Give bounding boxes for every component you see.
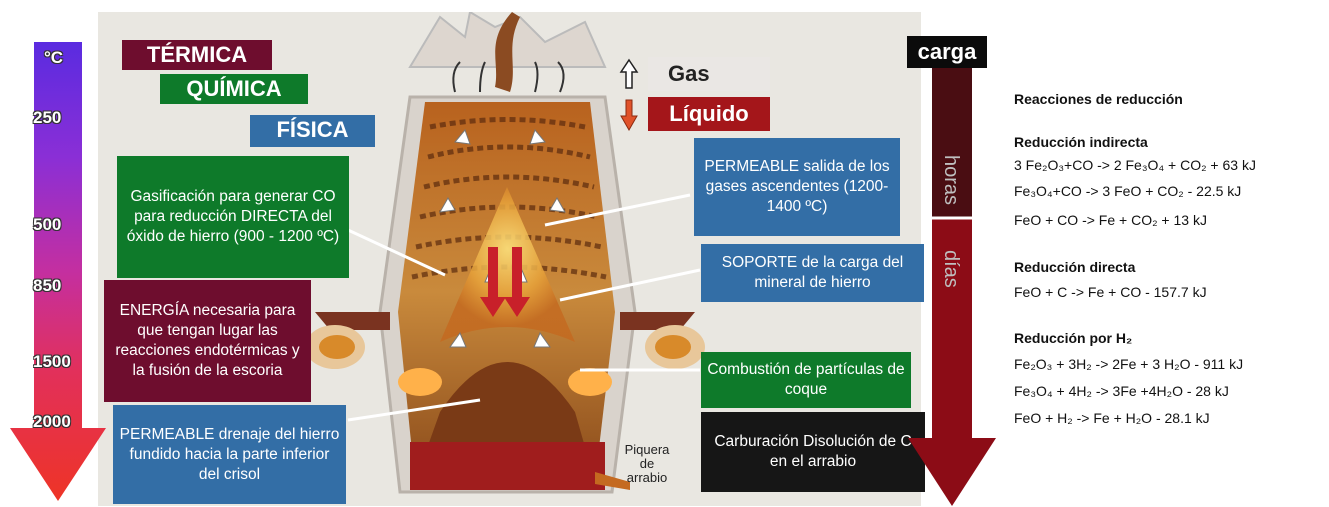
reaction-equation: FeO + CO -> Fe + CO₂ + 13 kJ [1014, 212, 1207, 228]
reaction-equation: Fe₂O₃ + 3H₂ -> 2Fe + 3 H₂O - 911 kJ [1014, 356, 1244, 372]
reaction-equation: FeO + C -> Fe + CO - 157.7 kJ [1014, 284, 1207, 300]
permeable-gas-callout: PERMEABLE salida de los gases ascendente… [694, 138, 900, 236]
carburation-callout: Carburación Disolución de C en el arrabi… [701, 412, 925, 492]
temperature-tick-500: 500 [33, 215, 62, 234]
reaction-equation: FeO + H₂ -> Fe + H₂O - 28.1 kJ [1014, 410, 1210, 426]
combustion-callout: Combustión de partículas de coque [701, 352, 911, 408]
chemical-tag: QUÍMICA [160, 74, 308, 104]
reactions-title: Reacciones de reducción [1014, 91, 1183, 107]
reaction-equation: 3 Fe₂O₃+CO -> 2 Fe₃O₄ + CO₂ + 63 kJ [1014, 157, 1256, 173]
charge-label: carga [907, 36, 987, 68]
gas-legend-label: Gas [648, 57, 770, 91]
gasification-callout: Gasificación para generar CO para reducc… [117, 156, 349, 278]
hydrogen-reduction-heading: Reducción por H₂ [1014, 330, 1133, 346]
temperature-tick-250: 250 [33, 108, 62, 127]
physical-tag: FÍSICA [250, 115, 375, 147]
days-label: días [940, 250, 962, 288]
hours-label: horas [940, 155, 962, 206]
thermal-tag: TÉRMICA [122, 40, 272, 70]
temperature-tick-850: 850 [33, 276, 62, 295]
liquid-legend-label: Líquido [648, 97, 770, 131]
temperature-unit-label: °C [44, 48, 64, 67]
reaction-equation: Fe₃O₄+CO -> 3 FeO + CO₂ - 22.5 kJ [1014, 183, 1242, 199]
liquid-down-arrow-icon [620, 99, 638, 132]
direct-reduction-heading: Reducción directa [1014, 259, 1136, 275]
indirect-reduction-heading: Reducción indirecta [1014, 134, 1148, 150]
permeable-drain-callout: PERMEABLE drenaje del hierro fundido hac… [113, 405, 346, 504]
reaction-equation: Fe₃O₄ + 4H₂ -> 3Fe +4H₂O - 28 kJ [1014, 383, 1229, 399]
energy-callout: ENERGÍA necesaria para que tengan lugar … [104, 280, 311, 402]
taphole-label: Piquera de arrabio [624, 442, 670, 485]
gas-up-arrow-icon [619, 58, 639, 89]
support-callout: SOPORTE de la carga del mineral de hierr… [701, 244, 924, 302]
blast-furnace-illustration [305, 12, 705, 494]
temperature-tick-1500: 1500 [33, 352, 71, 371]
charge-time-arrow [908, 68, 996, 506]
temperature-gradient-arrow [10, 42, 106, 501]
temperature-tick-2000: 2000 [33, 412, 71, 431]
